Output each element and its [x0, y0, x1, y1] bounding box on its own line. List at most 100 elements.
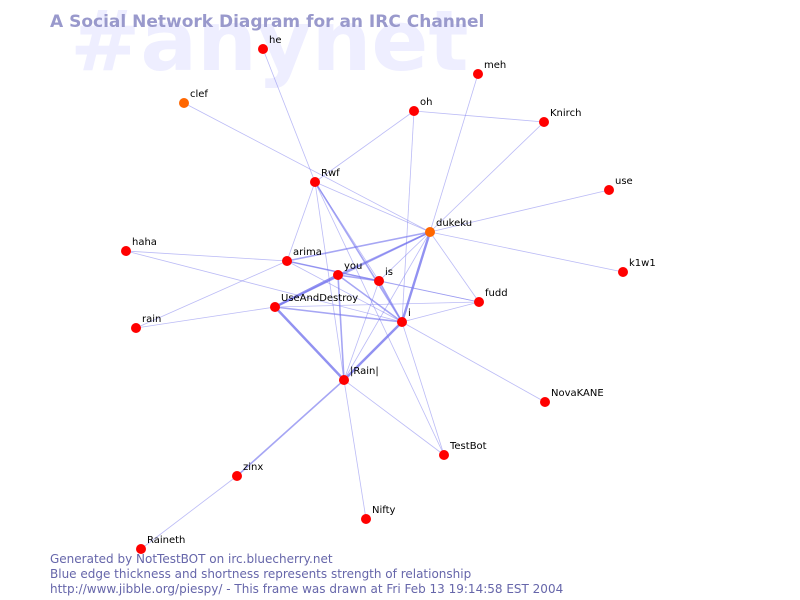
node-Rwf[interactable]: Rwf — [310, 168, 340, 187]
node-meh[interactable]: meh — [473, 60, 506, 79]
edge-dukeku-Rain — [343, 231, 431, 381]
node-dot[interactable] — [136, 544, 146, 554]
node-haha[interactable]: haha — [121, 237, 157, 256]
node-dot[interactable] — [409, 106, 419, 116]
node-label: oh — [420, 97, 432, 108]
node-fudd[interactable]: fudd — [474, 288, 508, 307]
edge-arima-rain — [135, 260, 288, 329]
edge-clef-dukeku — [183, 102, 431, 233]
edge-UseAndDestroy-rain — [135, 306, 276, 329]
node-dot[interactable] — [425, 227, 435, 237]
node-arima[interactable]: arima — [282, 247, 322, 266]
node-label: he — [269, 35, 282, 46]
footer: Generated by NotTestBOT on irc.bluecherr… — [50, 552, 563, 597]
node-dot[interactable] — [131, 323, 141, 333]
node-you[interactable]: you — [333, 261, 362, 280]
edge-meh-dukeku — [429, 73, 479, 233]
node-dukeku[interactable]: dukeku — [425, 218, 472, 237]
node-Knirch[interactable]: Knirch — [539, 108, 581, 127]
node-use[interactable]: use — [604, 176, 633, 195]
node-dot[interactable] — [439, 450, 449, 460]
edge-k1w1-dukeku — [429, 231, 624, 273]
node-label: zinx — [243, 462, 263, 473]
edge-you-Rain — [337, 274, 345, 381]
node-dot[interactable] — [539, 117, 549, 127]
node-he[interactable]: he — [258, 35, 282, 54]
node-label: dukeku — [436, 218, 472, 229]
node-NovaKANE[interactable]: NovaKANE — [540, 388, 604, 407]
edge-dukeku-is — [378, 231, 431, 282]
node-label: fudd — [485, 288, 508, 299]
page-title: A Social Network Diagram for an IRC Chan… — [50, 12, 485, 32]
node-dot[interactable] — [258, 44, 268, 54]
node-dot[interactable] — [121, 246, 131, 256]
edge-i-fudd — [401, 301, 480, 323]
node-i[interactable]: i — [397, 308, 411, 327]
node-oh[interactable]: oh — [409, 97, 432, 116]
node-label: |Rain| — [350, 366, 379, 377]
node-label: rain — [142, 314, 161, 325]
node-label: k1w1 — [629, 258, 656, 269]
node-dot[interactable] — [282, 256, 292, 266]
node-dot[interactable] — [339, 375, 349, 385]
edge-UseAndDestroy-fudd — [274, 301, 480, 308]
edge-arima-i — [286, 260, 403, 323]
node-label: use — [615, 176, 633, 187]
node-dot[interactable] — [361, 514, 371, 524]
edge-haha-arima — [125, 250, 288, 262]
node-dot[interactable] — [540, 397, 550, 407]
channel-watermark: #anynet — [70, 0, 469, 90]
edge-i-NovaKANE — [401, 321, 546, 403]
node-Nifty[interactable]: Nifty — [361, 505, 396, 524]
node-label: Raineth — [147, 535, 185, 546]
edge-UseAndDestroy-Rain — [274, 306, 345, 381]
node-Rain[interactable]: |Rain| — [339, 366, 379, 385]
node-dot[interactable] — [618, 267, 628, 277]
node-dot[interactable] — [270, 302, 280, 312]
node-k1w1[interactable]: k1w1 — [618, 258, 656, 277]
edge-Rwf-dukeku — [314, 181, 431, 233]
node-rain[interactable]: rain — [131, 314, 161, 333]
edge-oh-i — [401, 110, 415, 323]
edge-i-Rain — [343, 321, 403, 381]
node-label: clef — [190, 89, 208, 100]
node-dot[interactable] — [473, 69, 483, 79]
node-label: is — [385, 267, 393, 278]
node-label: NovaKANE — [551, 388, 604, 399]
node-dot[interactable] — [604, 185, 614, 195]
node-dot[interactable] — [333, 270, 343, 280]
node-dot[interactable] — [374, 276, 384, 286]
edge-Rain-TestBot — [343, 379, 445, 456]
node-label: Knirch — [550, 108, 581, 119]
footer-legend-note: Blue edge thickness and shortness repres… — [50, 567, 472, 581]
edge-Knirch-dukeku — [429, 121, 545, 233]
edge-Rain-zinx — [236, 379, 345, 477]
edge-zinx-Raineth — [140, 475, 238, 550]
node-label: meh — [484, 60, 506, 71]
node-dot[interactable] — [474, 297, 484, 307]
node-label: i — [408, 308, 411, 319]
footer-timestamp: http://www.jibble.org/piespy/ - This fra… — [50, 582, 564, 596]
node-label: UseAndDestroy — [281, 293, 358, 304]
node-label: you — [344, 261, 362, 272]
node-dot[interactable] — [310, 177, 320, 187]
node-label: Nifty — [372, 505, 396, 516]
node-is[interactable]: is — [374, 267, 393, 286]
node-clef[interactable]: clef — [179, 89, 208, 108]
node-dot[interactable] — [232, 471, 242, 481]
edge-is-i — [378, 280, 403, 323]
edge-UseAndDestroy-i — [274, 306, 403, 323]
node-zinx[interactable]: zinx — [232, 462, 263, 481]
node-TestBot[interactable]: TestBot — [439, 441, 487, 460]
edge-dukeku-i — [400, 231, 432, 323]
edge-you-is — [337, 274, 380, 282]
node-UseAndDestroy[interactable]: UseAndDestroy — [270, 293, 358, 312]
node-Raineth[interactable]: Raineth — [136, 535, 185, 554]
node-dot[interactable] — [397, 317, 407, 327]
edge-i-TestBot — [401, 321, 445, 456]
edge-dukeku-fudd — [429, 231, 480, 303]
footer-generated-by: Generated by NotTestBOT on irc.bluecherr… — [50, 552, 333, 566]
node-dot[interactable] — [179, 98, 189, 108]
